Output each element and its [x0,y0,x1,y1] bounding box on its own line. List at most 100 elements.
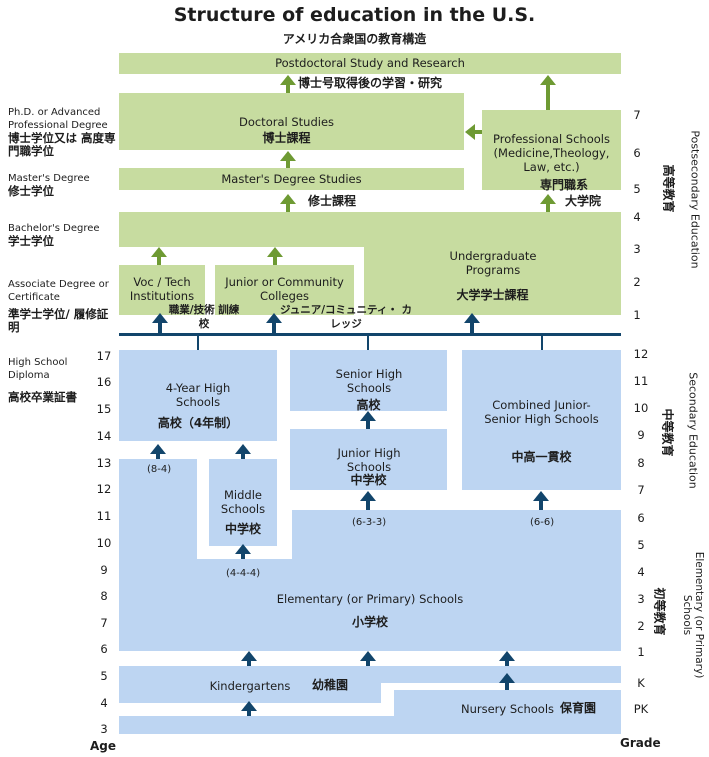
undergrad-label: Undergraduate Programs [449,249,537,277]
professional-label: Professional Schools (Medicine,Theology,… [493,132,610,174]
nursery-label: Nursery Schools [460,702,555,716]
left-label-phd-jp: 博士学位又は 高度専門職学位 [8,131,116,158]
undergrad-box [364,247,621,315]
elementary-label: Elementary (or Primary) Schools [276,592,464,606]
postsecondary-label-jp: 高等教育 [661,164,676,213]
arrow-bachelor-masters [280,194,296,212]
arrow-6-6 [533,491,549,510]
senior-high-label: Senior High Schools [335,367,403,395]
age-9: 9 [100,563,108,577]
middle-school-label: Middle Schools [220,488,266,516]
kindergarten-box-lower [119,683,381,703]
arrow-professional-doctoral [465,124,482,140]
professional-jp-label-2: 大学院 [565,194,602,208]
postdoc-box [119,53,621,74]
undergrad-jp-label: 大学学士課程 [456,288,529,302]
left-label-bachelors-jp: 学士学位 [8,234,54,248]
grade-post-3: 3 [633,242,641,256]
arrow-prek-k [241,701,257,716]
secondary-label-en: Secondary Education [686,372,700,489]
arrow-junior-senior [360,411,376,429]
grade-8: 8 [637,456,645,470]
postsecondary-label-en: Postsecondary Education [688,130,702,269]
secondary-label-jp: 中等教育 [660,408,675,457]
four-year-high-jp-label: 高校（4年制） [157,416,239,430]
grade-5: 5 [637,538,645,552]
left-label-bachelors: Bachelor's Degree 学士学位 [8,222,118,248]
grade-9: 9 [637,428,645,442]
professional-box [482,110,621,190]
voc-tech-box [119,265,205,315]
junior-college-jp-label: ジュニア/コミュニティ・ カレッジ [279,304,413,330]
masters-jp-label: 修士課程 [308,194,357,208]
page-title: Structure of education in the U.S. [173,4,536,26]
left-label-masters-jp: 修士学位 [8,184,54,198]
senior-high-box [290,350,447,411]
junior-high-label: Junior High Schools [337,446,401,474]
age-15: 15 [96,402,112,416]
elementary-jp-label: 小学校 [351,615,388,629]
age-12: 12 [96,482,112,496]
navy-connector-2 [367,336,369,350]
elementary-label-en-text: Elementary (or Primary) Schools [681,551,705,679]
arrow-middle-up [235,444,251,459]
voc-tech-jp-label: 職業/技術 訓練校 [168,304,240,330]
kindergarten-box [119,666,621,683]
arrow-voc-bachelor [151,247,167,265]
left-label-hs: High School Diploma 高校卒業証書 [8,356,94,404]
doctoral-jp-label: 博士課程 [262,131,311,145]
middle-school-jp-label: 中学校 [224,522,261,536]
arrow-k-elem-3 [499,651,515,666]
kindergarten-label: Kindergartens [209,679,291,693]
kindergarten-jp-label: 幼稚園 [311,678,348,692]
grade-12: 12 [633,347,649,361]
arrow-k-elem-1 [241,651,257,666]
navy-bar [119,333,621,336]
grade-k: K [637,676,645,690]
arrow-to-undergrad [464,313,480,333]
left-label-associate: Associate Degree or Certificate 準学士学位/ 履… [8,278,118,334]
age-16: 16 [96,375,112,389]
left-label-hs-en: High School Diploma [8,357,68,381]
doctoral-label: Doctoral Studies [238,115,335,129]
four-year-high-label: 4-Year High Schools [165,381,231,409]
age-17: 17 [96,349,112,363]
arrow-6-3-3 [360,491,376,510]
arrow-bachelor-professional [540,194,556,212]
four-year-high-box [119,350,277,441]
arrow-8-4 [150,444,166,459]
grade-post-1: 1 [633,308,641,322]
combined-high-box [462,350,621,490]
left-label-bachelors-en: Bachelor's Degree [8,223,100,234]
grade-11: 11 [633,374,649,388]
left-label-phd: Ph.D. or Advanced Professional Degree 博士… [8,106,118,158]
nursery-box [394,690,621,716]
age-14: 14 [96,429,112,443]
navy-connector-3 [541,336,543,350]
doctoral-box [119,93,464,150]
grade-7: 7 [637,483,645,497]
grade-2: 2 [637,619,645,633]
junior-college-label: Junior or Community Colleges [225,275,344,303]
plan-6-6-label: (6-6) [530,517,555,528]
age-13: 13 [96,456,112,470]
plan-4-4-4-label: (4-4-4) [226,568,261,579]
grade-post-4: 4 [633,210,641,224]
age-11: 11 [96,509,112,523]
professional-jp-label-1: 専門職系 [540,178,589,192]
junior-high-jp-label: 中学校 [350,473,387,487]
navy-connector-1 [197,336,199,350]
left-label-masters-en: Master's Degree [8,173,90,184]
junior-college-box [215,265,354,315]
plan-6-3-3-label: (6-3-3) [352,517,387,528]
arrow-k-elem-2 [360,651,376,666]
arrow-masters-doctoral [280,151,296,168]
left-label-masters: Master's Degree 修士学位 [8,172,118,198]
grade-10: 10 [633,401,649,415]
voc-tech-label: Voc / Tech Institutions [129,275,195,303]
plan-8-4-label: (8-4) [147,464,172,475]
masters-label: Master's Degree Studies [221,172,362,186]
grade-4: 4 [637,565,645,579]
grade-post-5: 5 [633,182,641,196]
grade-axis-label: Grade [620,736,661,750]
